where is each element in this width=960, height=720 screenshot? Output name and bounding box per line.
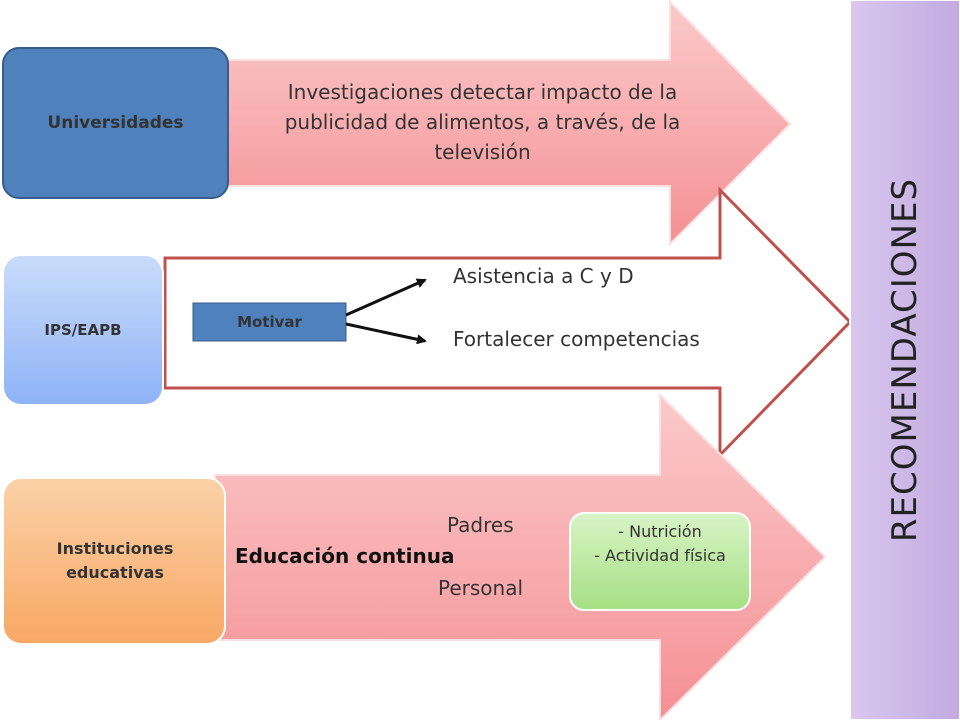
universidades-label: Universidades	[47, 113, 184, 133]
universidades-box	[2, 47, 229, 199]
motivar-box	[192, 302, 347, 342]
option-asistencia: Asistencia a C y D	[453, 264, 634, 288]
personal-text: Personal	[438, 576, 524, 600]
topics-box	[569, 512, 751, 611]
motivar-label: Motivar	[237, 313, 302, 331]
universidades-arrow-text: Investigaciones detectar impacto de la p…	[284, 80, 681, 164]
instituciones-box	[2, 477, 226, 645]
middle-outline-arrow	[163, 186, 853, 459]
ips-label: IPS/EAPB	[44, 321, 122, 339]
recommendations-label: RECOMENDACIONES	[885, 177, 925, 543]
topic-actividad: - Actividad física	[594, 546, 726, 565]
padres-text: Padres	[447, 513, 514, 537]
educacion-continua-text: Educación continua	[235, 544, 455, 568]
top-pink-arrow	[214, 0, 792, 247]
topic-nutricion: - Nutrición	[618, 522, 702, 541]
instituciones-label: Instituciones educativas	[56, 539, 174, 582]
arrow-to-fortalecer	[345, 322, 427, 345]
recommendations-bar	[849, 0, 960, 720]
ips-box	[2, 254, 164, 406]
topics-list: - Nutrición - Actividad física	[570, 520, 750, 568]
bottom-pink-arrow	[214, 392, 827, 720]
arrow-to-asistencia	[345, 278, 427, 317]
option-fortalecer: Fortalecer competencias	[453, 327, 700, 351]
